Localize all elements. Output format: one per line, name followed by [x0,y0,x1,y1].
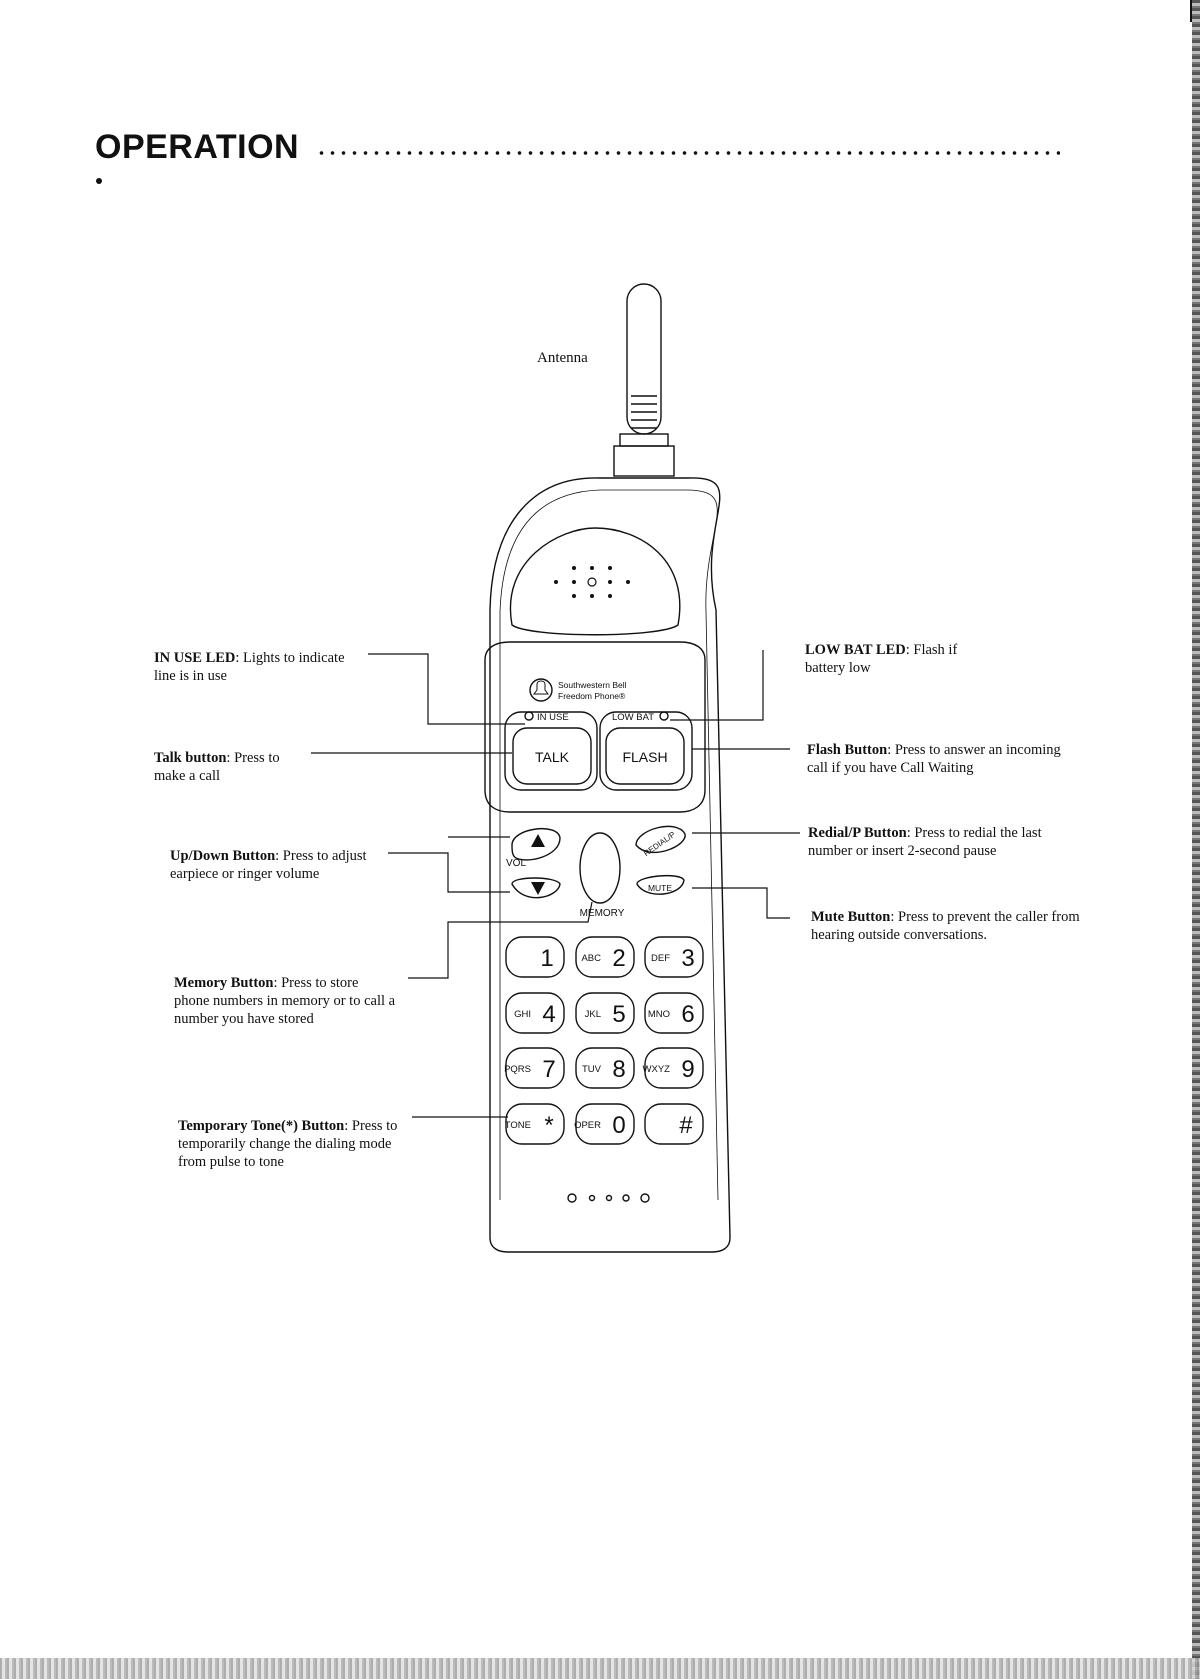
callout-mute: Mute Button: Press to prevent the caller… [811,909,1080,943]
key-5[interactable]: JKL 5 [575,992,635,1034]
key-digit: # [679,1112,693,1139]
in-use-led [524,711,534,721]
callout-low-bat: LOW BAT LED: Flash if battery low [805,642,958,676]
key-digit: 8 [612,1056,625,1083]
key-digit: 6 [681,1001,694,1028]
key-digit: 3 [681,945,694,972]
talk-label: TALK [535,749,570,765]
key-3[interactable]: DEF 3 [644,936,704,978]
antenna-collar [613,445,675,477]
up-arrow-icon [531,834,545,847]
key-letters: TONE [505,1120,531,1131]
scan-edge-bottom [0,1658,1200,1679]
key-letters: WXYZ [643,1064,671,1075]
key-digit: 4 [542,1001,555,1028]
handset-inner-edge [499,489,719,1201]
key-9[interactable]: WXYZ 9 [643,1047,704,1089]
mute-button[interactable] [636,874,685,895]
key-letters: JKL [585,1009,601,1020]
earpiece [509,527,681,636]
earpiece-holes [554,566,630,598]
brand-line-1: Southwestern Bell [558,680,627,690]
talk-button[interactable] [512,727,592,785]
vol-label: VOL [506,858,526,869]
low-bat-led [659,711,669,721]
volume-down-button[interactable] [511,877,561,899]
key-digit: 1 [540,945,553,972]
control-panel [484,641,706,813]
key-4[interactable]: GHI 4 [505,992,565,1034]
flash-button[interactable] [605,727,685,785]
key-digit: * [544,1112,553,1139]
callout-in-use-led: IN USE LED: Lights to indicate line is i… [154,650,345,684]
leader-lines [311,650,800,1118]
bullet-dot [96,178,102,184]
redial-button[interactable] [635,825,686,854]
key-digit: 9 [681,1056,694,1083]
scan-edge-right [1192,0,1200,1679]
mute-label: MUTE [648,883,672,893]
page-title: OPERATION [95,128,300,166]
antenna-base [619,433,669,447]
redial-label: REDIAL/P [642,830,677,858]
key-digit: 0 [612,1112,625,1139]
flash-bezel [599,711,693,791]
key-letters: ABC [581,953,601,964]
key-letters: TUV [582,1064,602,1075]
callout-tone: Temporary Tone(*) Button: Press to tempo… [178,1118,398,1170]
down-arrow-icon [531,882,545,895]
antenna-label: Antenna [537,350,588,366]
key-digit: 5 [612,1001,625,1028]
callout-talk: Talk button: Press to make a call [154,750,280,784]
bell-logo [529,678,553,702]
key-1[interactable]: 1 [505,936,565,978]
key-pound[interactable]: # [644,1103,704,1145]
dotted-leader [316,150,1060,156]
in-use-text: IN USE [537,712,569,723]
callout-memory: Memory Button: Press to store phone numb… [174,975,396,1027]
callout-flash: Flash Button: Press to answer an incomin… [807,742,1061,776]
key-letters: OPER [574,1120,601,1131]
callout-updown: Up/Down Button: Press to adjust earpiece… [170,848,367,882]
key-letters: MNO [648,1009,670,1020]
key-star[interactable]: TONE * [505,1103,565,1145]
key-6[interactable]: MNO 6 [644,992,704,1034]
volume-up-button[interactable] [511,828,561,861]
key-letters: DEF [651,953,670,964]
key-letters: GHI [514,1009,531,1020]
memory-button[interactable] [579,832,621,904]
key-7[interactable]: PQRS 7 [504,1047,565,1089]
flash-label: FLASH [622,749,667,765]
mic-hole [567,1193,577,1203]
key-0[interactable]: OPER 0 [574,1103,635,1145]
key-digit: 2 [612,945,625,972]
talk-bezel [504,711,598,791]
brand-line-2: Freedom Phone® [558,691,626,701]
key-2[interactable]: ABC 2 [575,936,635,978]
low-bat-text: LOW BAT [612,712,654,723]
key-8[interactable]: TUV 8 [575,1047,635,1089]
key-digit: 7 [542,1056,555,1083]
key-letters: PQRS [504,1064,531,1075]
callout-redial: Redial/P Button: Press to redial the las… [808,825,1042,859]
memory-label: MEMORY [580,908,625,919]
